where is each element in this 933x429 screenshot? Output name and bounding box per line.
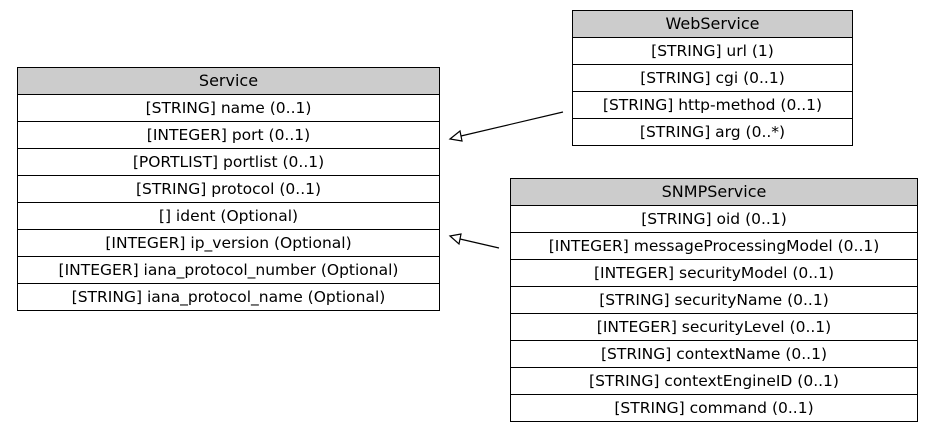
- class-attribute: [STRING] iana_protocol_name (Optional): [71, 288, 386, 306]
- class-attribute: [STRING] oid (0..1): [511, 206, 917, 233]
- class-attribute: [STRING] contextEngineID (0..1): [511, 368, 917, 395]
- edge-line: [460, 111, 564, 137]
- class-attribute: [STRING] arg (0..*): [639, 123, 786, 141]
- hollow-triangle-arrowhead: [448, 233, 462, 246]
- generalization-webservice-to-service: [448, 111, 564, 142]
- class-attribute: [STRING] securityName (0..1): [511, 287, 917, 314]
- generalization-snmpservice-to-service: [448, 233, 500, 249]
- class-attribute: [INTEGER] securityLevel (0..1): [511, 314, 917, 341]
- class-attribute: [INTEGER] messageProcessingModel (0..1): [511, 233, 917, 260]
- edge-line: [459, 238, 500, 249]
- class-snmpservice: SNMPService [STRING] oid (0..1) [INTEGER…: [510, 178, 918, 422]
- class-webservice: WebService [STRING] url (1) [STRING] cgi…: [572, 10, 853, 146]
- class-attribute: [STRING] http-method (0..1): [573, 92, 852, 119]
- class-attribute: [INTEGER] port (0..1): [18, 122, 439, 149]
- class-attribute: [STRING] command (0..1): [614, 399, 814, 417]
- class-attribute: [STRING] protocol (0..1): [18, 176, 439, 203]
- class-attribute: [PORTLIST] portlist (0..1): [18, 149, 439, 176]
- class-attribute: [INTEGER] securityModel (0..1): [511, 260, 917, 287]
- class-attribute: [STRING] name (0..1): [18, 95, 439, 122]
- class-title: Service: [18, 68, 439, 95]
- class-attribute: [STRING] url (1): [573, 38, 852, 65]
- hollow-triangle-arrowhead: [448, 129, 463, 142]
- class-attribute: [INTEGER] iana_protocol_number (Optional…: [18, 257, 439, 284]
- class-attribute: [STRING] cgi (0..1): [573, 65, 852, 92]
- class-title: SNMPService: [511, 179, 917, 206]
- class-attribute: [] ident (Optional): [18, 203, 439, 230]
- class-attribute: [INTEGER] ip_version (Optional): [18, 230, 439, 257]
- class-service: Service [STRING] name (0..1) [INTEGER] p…: [17, 67, 440, 311]
- class-attribute: [STRING] contextName (0..1): [511, 341, 917, 368]
- class-title: WebService: [573, 11, 852, 38]
